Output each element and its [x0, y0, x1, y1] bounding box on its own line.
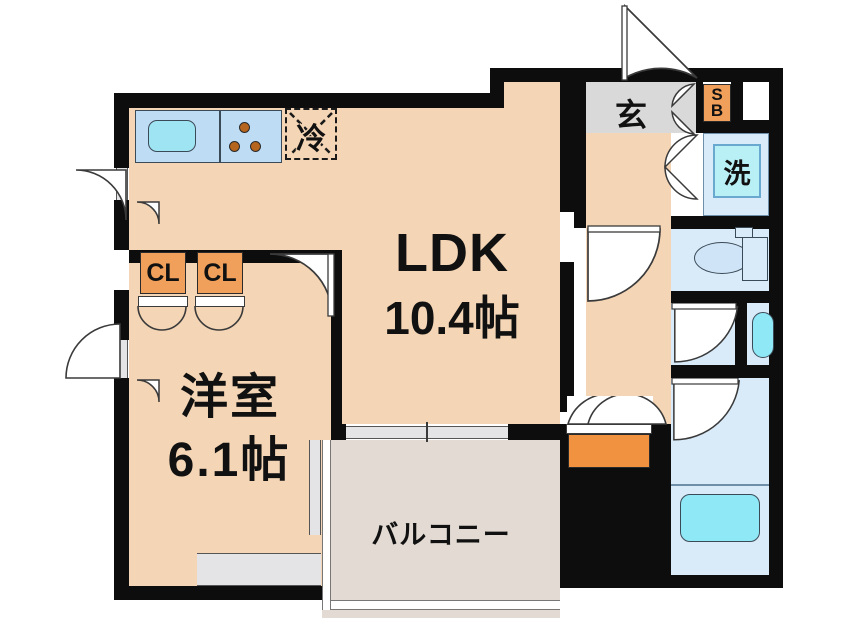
closet-left-leaf[interactable]: [138, 296, 188, 307]
balcony-label: バルコニー: [371, 520, 511, 550]
wall-bottom-bedroom: [114, 586, 320, 600]
bath-door-upper-swing[interactable]: [671, 303, 741, 365]
closet-right-label: CL: [203, 258, 237, 287]
closet-left-badge: CL: [140, 252, 186, 294]
refrigerator-space: [285, 108, 337, 160]
wall-left-upper: [114, 93, 129, 168]
washer-space: 洗: [713, 144, 761, 198]
wall-ldk-bottom-right: [508, 424, 574, 440]
ldk-label: LDK: [395, 223, 509, 283]
balcony-rail: [322, 600, 560, 610]
shoe-box[interactable]: S B: [703, 84, 731, 122]
wall-ldk-right-lower: [560, 262, 574, 412]
closet-swing-arcs: [137, 306, 244, 331]
wall-left-lower: [114, 378, 129, 600]
wall-right-outer: [769, 68, 783, 588]
wall-top-step: [490, 68, 705, 82]
ldk-storage-block[interactable]: [568, 434, 650, 468]
entrance-inner-door[interactable]: [668, 82, 696, 136]
wall-shower-divider: [735, 303, 747, 365]
wall-sb-right: [731, 82, 743, 122]
bath-divider-line: [671, 484, 769, 486]
door-tick-lower: [136, 379, 160, 403]
bedroom-label: 洋室: [179, 371, 280, 424]
shoe-box-label-s: S: [711, 84, 723, 104]
kitchen-stove-counter: [220, 110, 282, 163]
hall-door-washer[interactable]: [663, 133, 699, 201]
ldk-hall-door-swing[interactable]: [586, 225, 664, 311]
bath-door-lower-swing[interactable]: [671, 378, 743, 444]
balcony-rail-left: [322, 440, 331, 610]
wall-top-step-vert: [490, 68, 504, 108]
window-bedroom-bottom: [197, 553, 321, 586]
window-bedroom-balcony: [309, 440, 321, 535]
shower-fixture: [752, 312, 774, 358]
ldk-area-label: 10.4帖: [384, 292, 520, 344]
door-tick-upper: [136, 201, 160, 225]
burner-back: [239, 122, 250, 133]
wall-toilet-bottom: [659, 290, 769, 303]
closet-left-label: CL: [146, 258, 180, 287]
toilet-tank: [742, 237, 768, 281]
wall-ldk-right-upper: [560, 82, 574, 212]
window-ldk-balcony-mullion: [426, 422, 428, 442]
burner-front-right: [250, 141, 261, 152]
hall-bottom-double-door[interactable]: [586, 396, 668, 426]
washer-label: 洗: [723, 158, 751, 189]
wall-entrance-bottom-right: [691, 120, 781, 133]
wall-bath-bottom: [659, 575, 783, 588]
bedroom-area-label: 6.1帖: [167, 434, 291, 487]
wall-entrance-left: [574, 68, 586, 228]
wall-top-right-outer: [705, 68, 781, 82]
sink-basin: [148, 120, 196, 152]
toilet-flush-lever: [735, 227, 753, 238]
bathtub: [680, 494, 760, 542]
window-left-upper-swing: [75, 169, 127, 221]
bedroom-door-swing[interactable]: [256, 252, 338, 328]
closet-right-badge: CL: [197, 252, 243, 294]
wall-bath-sep: [659, 365, 769, 378]
wall-top-left: [114, 93, 504, 108]
window-left-lower-swing: [65, 323, 121, 379]
burner-front-left: [229, 141, 240, 152]
wall-bedroom-ldk: [331, 305, 343, 430]
balcony-floor: [322, 440, 560, 618]
entrance-label: 玄: [614, 97, 647, 133]
ldk-floor-main: [342, 108, 560, 424]
wall-bedroom-door-pier: [331, 250, 342, 305]
refrigerator-label: 冷: [296, 123, 326, 156]
wall-toilet-top: [659, 216, 769, 229]
shoe-box-label-b: B: [710, 101, 724, 120]
closet-right-leaf[interactable]: [195, 296, 245, 307]
entrance-door-swing[interactable]: [619, 4, 701, 84]
